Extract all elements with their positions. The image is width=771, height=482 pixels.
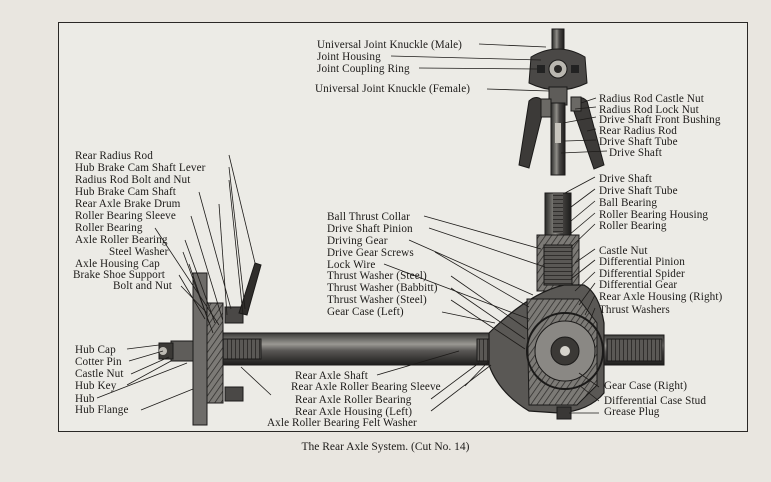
rear-axle-housing (158, 192, 665, 426)
label-lock-wire: Lock Wire (327, 259, 376, 271)
label-axle-roller-bearing: Axle Roller Bearing (75, 234, 168, 246)
label-gear-case-left: Gear Case (Left) (327, 306, 404, 318)
label-castle-nut-left: Castle Nut (75, 368, 124, 380)
label-axle-roller-bearing-felt-washer: Axle Roller Bearing Felt Washer (267, 417, 417, 429)
label-drive-shaft-top: Drive Shaft (609, 147, 662, 159)
label-hub-cap: Hub Cap (75, 344, 116, 356)
label-universal-joint-knuckle-male: Universal Joint Knuckle (Male) (317, 39, 462, 51)
label-drive-shaft-tube-right: Drive Shaft Tube (599, 185, 678, 197)
label-rear-axle-housing-left: Rear Axle Housing (Left) (295, 406, 413, 418)
label-thrust-washers: Thrust Washers (599, 304, 670, 316)
label-hub-flange: Hub Flange (75, 404, 129, 416)
label-rear-radius-rod-left: Rear Radius Rod (75, 150, 153, 162)
label-universal-joint-knuckle-female: Universal Joint Knuckle (Female) (315, 83, 471, 95)
label-ball-thrust-collar: Ball Thrust Collar (327, 211, 411, 223)
label-differential-pinion: Differential Pinion (599, 256, 685, 268)
label-differential-gear: Differential Gear (599, 279, 678, 291)
label-drive-gear-screws: Drive Gear Screws (327, 247, 414, 259)
label-ball-bearing: Ball Bearing (599, 197, 658, 209)
label-roller-bearing-left: Roller Bearing (75, 222, 143, 234)
label-cotter-pin: Cotter Pin (75, 356, 122, 368)
label-rear-axle-brake-drum: Rear Axle Brake Drum (75, 198, 181, 210)
label-differential-case-stud: Differential Case Stud (604, 395, 707, 407)
diagram-plate: Universal Joint Knuckle (Male) Joint Hou… (58, 22, 748, 432)
label-hub: Hub (75, 393, 95, 405)
universal-joint-assembly (518, 28, 605, 176)
label-rear-axle-roller-bearing-sleeve: Rear Axle Roller Bearing Sleeve (291, 381, 441, 393)
label-roller-bearing-housing: Roller Bearing Housing (599, 209, 709, 221)
label-steel-washer: Steel Washer (109, 246, 169, 258)
label-joint-coupling-ring: Joint Coupling Ring (317, 63, 410, 75)
label-hub-brake-cam-shaft-lever: Hub Brake Cam Shaft Lever (75, 162, 206, 174)
label-differential-spider: Differential Spider (599, 268, 685, 280)
label-rear-axle-roller-bearing: Rear Axle Roller Bearing (295, 394, 412, 406)
label-axle-housing-cap: Axle Housing Cap (75, 258, 160, 270)
label-radius-rod-castle-nut: Radius Rod Castle Nut (599, 93, 704, 105)
label-drive-shaft-pinion: Drive Shaft Pinion (327, 223, 413, 235)
figure-caption: The Rear Axle System. (Cut No. 14) (301, 441, 470, 453)
rear-axle-illustration (96, 28, 665, 426)
leader-lines (96, 43, 608, 414)
label-hub-brake-cam-shaft: Hub Brake Cam Shaft (75, 186, 177, 198)
label-thrust-washer-steel-1: Thrust Washer (Steel) (327, 270, 427, 282)
label-driving-gear: Driving Gear (327, 235, 388, 247)
label-roller-bearing-sleeve: Roller Bearing Sleeve (75, 210, 176, 222)
label-rear-radius-rod-top: Rear Radius Rod (599, 125, 677, 137)
label-rear-axle-housing-right: Rear Axle Housing (Right) (599, 291, 723, 303)
label-bolt-and-nut: Bolt and Nut (113, 280, 173, 292)
label-castle-nut-right: Castle Nut (599, 245, 648, 257)
label-thrust-washer-steel-2: Thrust Washer (Steel) (327, 294, 427, 306)
label-drive-shaft-front-bushing: Drive Shaft Front Bushing (599, 114, 721, 126)
label-joint-housing: Joint Housing (317, 51, 381, 63)
label-rear-axle-shaft: Rear Axle Shaft (295, 370, 368, 382)
label-drive-shaft-right: Drive Shaft (599, 173, 652, 185)
label-brake-shoe-support: Brake Shoe Support (73, 269, 165, 281)
label-radius-rod-lock-nut: Radius Rod Lock Nut (599, 104, 699, 116)
label-radius-rod-bolt-and-nut: Radius Rod Bolt and Nut (75, 174, 191, 186)
label-gear-case-right: Gear Case (Right) (604, 380, 688, 392)
label-hub-key: Hub Key (75, 380, 117, 392)
label-grease-plug: Grease Plug (604, 406, 660, 418)
label-drive-shaft-tube-top: Drive Shaft Tube (599, 136, 678, 148)
label-thrust-washer-babbitt: Thrust Washer (Babbitt) (327, 282, 438, 294)
label-roller-bearing-right: Roller Bearing (599, 220, 667, 232)
